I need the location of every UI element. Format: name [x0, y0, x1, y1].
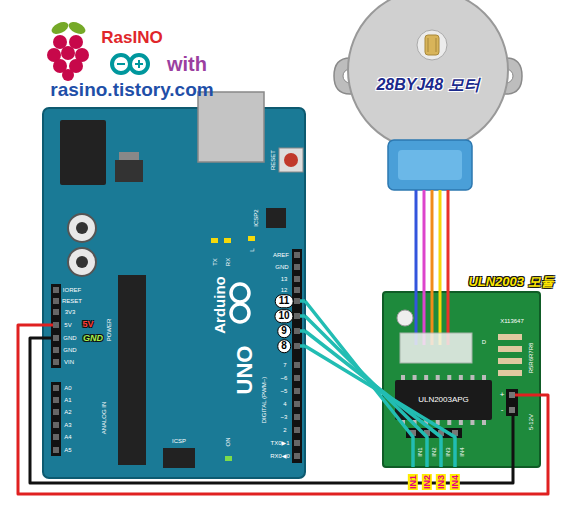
arduino-uno-illustration: [43, 92, 305, 478]
pin-label: A3: [64, 422, 71, 429]
board-brand: Arduino: [211, 276, 228, 334]
module-silk-label: R5R6R7R8: [528, 343, 535, 374]
pin-label: ~6: [281, 375, 288, 382]
pin-label: 4: [283, 401, 286, 408]
ground-wire: [30, 338, 513, 483]
board-silk-label: ICSP2: [253, 209, 260, 226]
uln2003-chip: ULN2003APG: [395, 380, 492, 420]
motor-label: 28BYJ48 모터: [376, 76, 479, 94]
raspberry-logo: [47, 20, 89, 81]
pin-highlight: IN1: [408, 474, 418, 490]
board-silk-label: ON: [225, 438, 232, 447]
signal-wire: [305, 316, 427, 467]
module-silk-label: D: [482, 339, 486, 346]
pin-label: RESET: [62, 298, 82, 305]
pin-highlight: 5V: [82, 319, 93, 329]
pin-highlight: IN3: [436, 474, 446, 490]
power-pin-label: -: [501, 405, 504, 414]
pin-label: TX0▶1: [271, 440, 290, 447]
motor-wire: [423, 190, 426, 292]
pin-number-highlight: 8: [277, 339, 291, 353]
pin-highlight: IN2: [422, 474, 432, 490]
board-silk-label: DIGITAL (PWM~): [261, 377, 268, 424]
signal-wire: [305, 346, 455, 467]
pin-label: 13: [281, 276, 288, 283]
pin-label: A5: [64, 447, 71, 454]
stepper-motor: 28BYJ48 모터: [335, 0, 520, 190]
pin-label: GND: [275, 264, 288, 271]
pin-highlight: IN4: [450, 474, 460, 490]
pin-label: 5V: [64, 322, 71, 329]
board-model: UNO: [232, 346, 257, 395]
pin-label: RX0◀0: [270, 453, 290, 460]
uln2003-module-illustration: [383, 292, 540, 467]
module-pin-label: IN3: [445, 447, 452, 456]
module-label: ULN2003 모듈: [468, 275, 553, 290]
pin-label: A2: [64, 409, 71, 416]
chip-marking: ULN2003APG: [418, 395, 469, 404]
board-silk-label: L: [249, 248, 256, 251]
stepper-motor-body: [334, 0, 522, 190]
motor-wire: [439, 190, 442, 292]
signal-wire: [305, 301, 413, 467]
pin-label: ~5: [281, 388, 288, 395]
module-silk-label: X113647: [500, 318, 524, 325]
motor-wire: [415, 190, 418, 292]
power-pin-label: +: [500, 390, 505, 399]
module-pin-label: IN1: [417, 447, 424, 456]
logo-text: with: [167, 53, 207, 76]
board-silk-label: RX: [225, 258, 232, 266]
pin-label: IOREF: [63, 287, 81, 294]
board-silk-label: TX: [212, 258, 219, 266]
arduino-infinity-logo: [112, 55, 148, 73]
pin-label: ~3: [281, 414, 288, 421]
pin-label: 7: [283, 362, 286, 369]
pin-label: 2: [283, 427, 286, 434]
pin-label: GND: [63, 347, 76, 354]
power-pin-label: 5-12V: [528, 414, 535, 430]
motor-cable: [431, 190, 434, 292]
pin-number-highlight: 10: [274, 309, 293, 323]
module-pin-label: IN4: [459, 447, 466, 456]
header-pins: [53, 252, 515, 459]
pin-label: VIN: [64, 359, 74, 366]
pin-label: A1: [64, 397, 71, 404]
pin-label: AREF: [273, 252, 289, 259]
logo-url: rasino.tistory.com: [50, 79, 213, 101]
board-silk-label: RESET: [270, 150, 277, 170]
board-silk-label: ANALOG IN: [101, 402, 108, 435]
pin-label: A4: [64, 434, 71, 441]
pin-label: GND: [63, 335, 76, 342]
pin-label: A0: [64, 385, 71, 392]
power-wire: [18, 325, 548, 494]
board-silk-label: ICSP: [172, 438, 186, 445]
module-pin-label: IN2: [431, 447, 438, 456]
pin-number-highlight: 11: [275, 294, 294, 308]
pin-number-highlight: 9: [277, 324, 291, 338]
motor-wire: [447, 190, 450, 292]
pin-label: 3V3: [65, 309, 76, 316]
pin-highlight: GND: [83, 333, 103, 343]
logo-text: RasINO: [101, 28, 162, 48]
pin-label: 12: [281, 287, 288, 294]
board-silk-label: POWER: [106, 319, 113, 342]
